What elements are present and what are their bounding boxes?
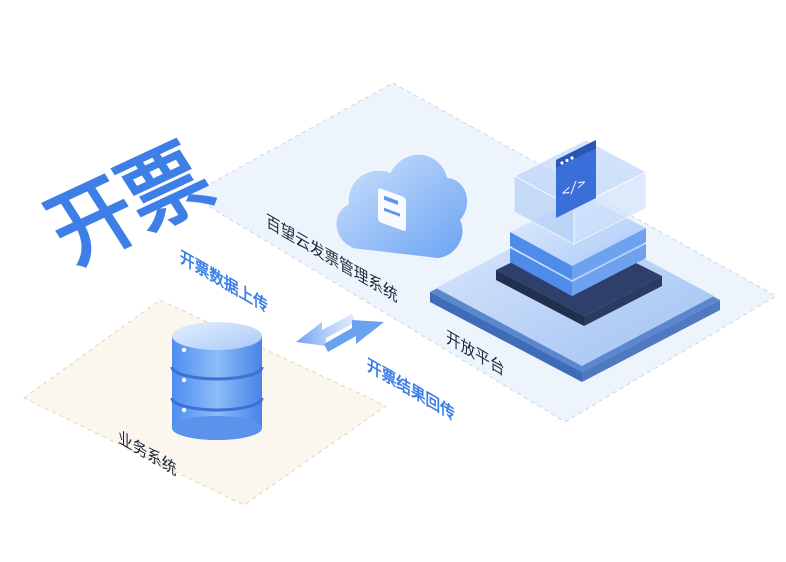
code-server-icon: </> [430, 139, 720, 382]
database-icon [170, 322, 264, 440]
upload-arrow [296, 314, 356, 346]
document-cloud-icon [334, 153, 468, 258]
return-arrow [324, 320, 384, 352]
